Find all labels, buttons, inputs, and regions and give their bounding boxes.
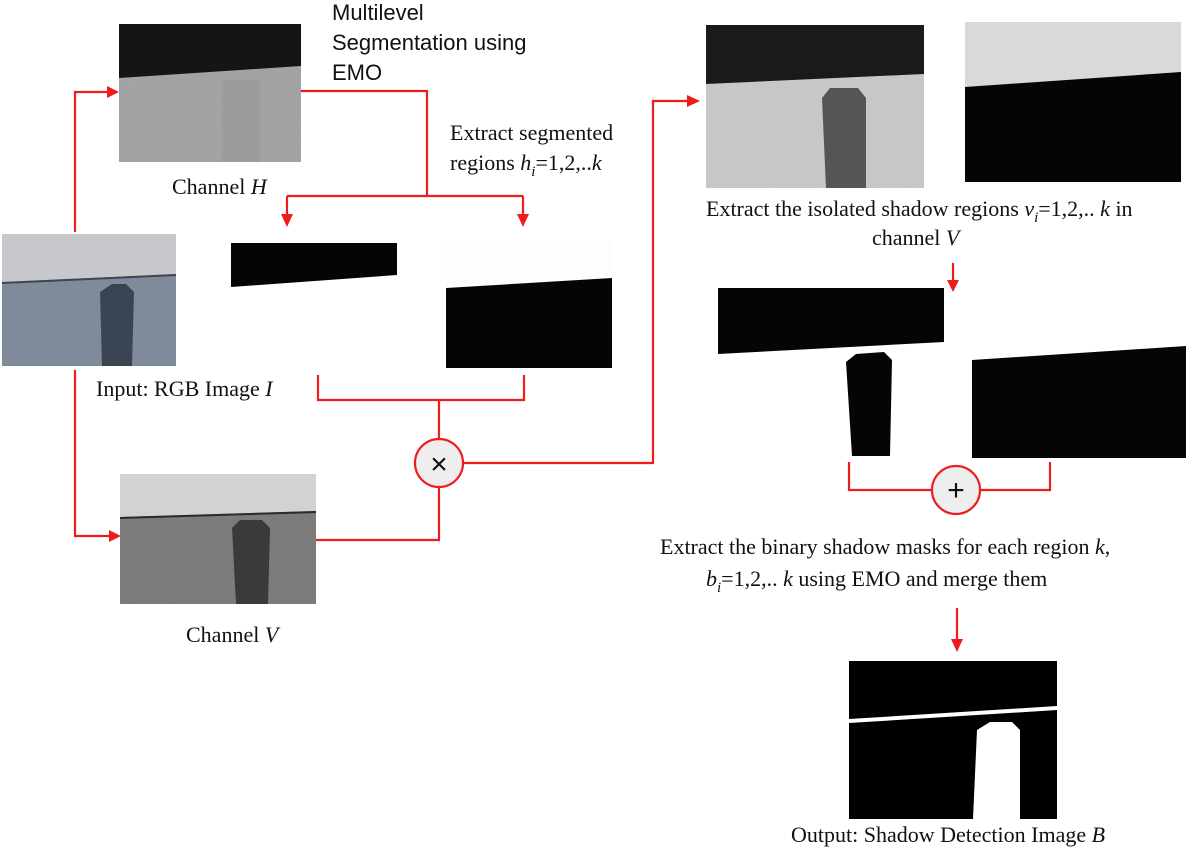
output-image bbox=[849, 661, 1057, 819]
isolated-region-v2-image bbox=[965, 22, 1181, 182]
segmented-region-h1-image bbox=[231, 240, 397, 368]
input-rgb-image bbox=[2, 234, 176, 366]
extract-segmented-line2: regions hi=1,2,..k bbox=[450, 150, 603, 180]
connector-arrows bbox=[73, 86, 1052, 652]
multiply-symbol: × bbox=[430, 448, 448, 481]
binary-label-line1: Extract the binary shadow masks for each… bbox=[660, 534, 1110, 559]
isolated-label-line1: Extract the isolated shadow regions vi=1… bbox=[706, 196, 1133, 226]
segmented-region-h2-image bbox=[446, 240, 612, 368]
multilevel-label-line2: Segmentation using bbox=[332, 30, 526, 55]
isolated-label-line2: channel V bbox=[872, 225, 962, 250]
extract-segmented-line1: Extract segmented bbox=[450, 120, 613, 145]
binary-mask-b2-image bbox=[972, 294, 1186, 458]
output-label: Output: Shadow Detection Image B bbox=[791, 822, 1105, 847]
binary-mask-b1-image bbox=[718, 288, 946, 458]
channel-v-image bbox=[120, 474, 316, 604]
add-operator: + bbox=[930, 464, 982, 516]
channel-h-label: Channel H bbox=[172, 174, 268, 199]
isolated-region-v1-image bbox=[706, 25, 924, 188]
binary-label-line2: bi=1,2,.. k using EMO and merge them bbox=[706, 566, 1047, 596]
channel-v-label: Channel V bbox=[186, 622, 281, 647]
multilevel-label-line1: Multilevel bbox=[332, 0, 424, 25]
channel-h-image bbox=[119, 24, 301, 162]
multilevel-label-line3: EMO bbox=[332, 60, 382, 85]
input-label: Input: RGB Image I bbox=[96, 376, 274, 401]
add-symbol: + bbox=[947, 474, 965, 507]
multiply-operator: × bbox=[413, 437, 465, 489]
